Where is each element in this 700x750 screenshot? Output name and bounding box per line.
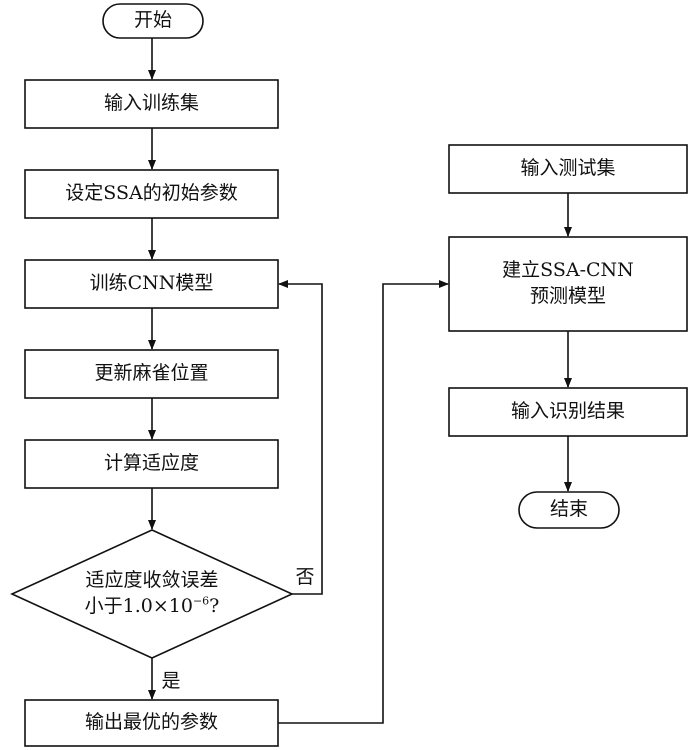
- build-model-box: [448, 236, 688, 332]
- decision-exponent: −6: [192, 594, 210, 608]
- input-test-box: [448, 144, 688, 194]
- start-terminal-shape: [102, 3, 204, 39]
- start-label: 开始: [133, 9, 172, 32]
- input-train-label: 输入训练集: [103, 92, 199, 115]
- end-terminal-shape: [518, 491, 620, 529]
- train-cnn-box: [24, 259, 279, 309]
- calc-fitness-label: 计算适应度: [103, 452, 199, 475]
- output-params-label: 输出最优的参数: [84, 711, 218, 734]
- set-params-box: [24, 169, 279, 219]
- decision-base: 小于1.0×10: [84, 595, 193, 617]
- input-train-box: [24, 79, 279, 129]
- decision-label: 适应度收敛误差 小于1.0×10−6?: [52, 562, 252, 626]
- set-params-label: 设定SSA的初始参数: [65, 182, 238, 205]
- arrow-decision-no-loop: [278, 280, 323, 595]
- branch-no-label: 否: [295, 566, 315, 589]
- build-model-label: 建立SSA-CNN 预测模型: [502, 259, 634, 307]
- update-pos-label: 更新麻雀位置: [94, 362, 209, 385]
- arrow-output-to-build: [278, 280, 449, 724]
- branch-yes-label: 是: [161, 670, 181, 693]
- train-cnn-label: 训练CNN模型: [89, 272, 214, 295]
- end-label: 结束: [549, 498, 588, 521]
- output-result-label: 输入识别结果: [510, 400, 625, 423]
- decision-line-1: 适应度收敛误差: [85, 569, 219, 592]
- decision-question: ?: [209, 595, 220, 617]
- input-test-label: 输入测试集: [520, 157, 616, 180]
- decision-line-2: 小于1.0×10−6?: [85, 594, 220, 620]
- output-params-box: [24, 699, 279, 747]
